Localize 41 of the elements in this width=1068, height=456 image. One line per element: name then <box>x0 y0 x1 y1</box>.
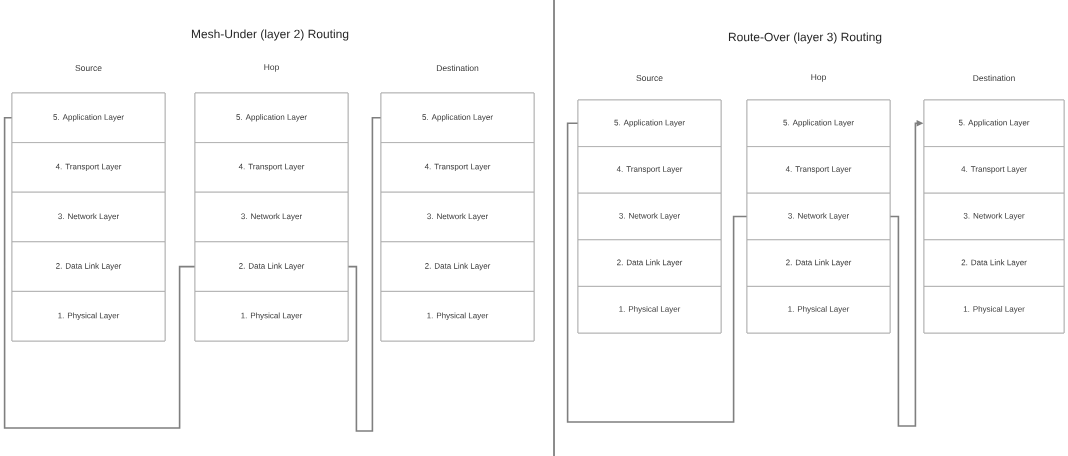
layer-box: 1. Physical Layer <box>194 291 349 342</box>
connector-line <box>3 117 196 429</box>
layer-box: 1. Physical Layer <box>380 291 535 342</box>
column-header: Hop <box>811 74 826 82</box>
layer-box: 3. Network Layer <box>11 191 166 243</box>
layer-box: 2. Data Link Layer <box>380 241 535 292</box>
layer-box: 5. Application Layer <box>194 92 349 143</box>
layer-box: 4. Transport Layer <box>194 142 349 193</box>
layer-box: 3. Network Layer <box>923 192 1065 241</box>
connector-line <box>566 122 748 423</box>
column-header: Hop <box>264 64 279 72</box>
layer-box: 2. Data Link Layer <box>577 239 722 287</box>
layer-box: 5. Application Layer <box>577 99 722 147</box>
layer-box: 3. Network Layer <box>746 192 891 241</box>
layer-box: 2. Data Link Layer <box>746 239 891 287</box>
section-heading: Route-Over (layer 3) Routing <box>728 32 882 44</box>
layer-box: 4. Transport Layer <box>11 142 166 193</box>
layer-box: 1. Physical Layer <box>746 286 891 334</box>
layer-box: 4. Transport Layer <box>577 146 722 194</box>
layer-box: 5. Application Layer <box>923 99 1065 147</box>
layer-box: 2. Data Link Layer <box>923 239 1065 287</box>
column-header: Source <box>636 75 663 81</box>
section-heading: Mesh-Under (layer 2) Routing <box>191 29 349 41</box>
layer-box: 1. Physical Layer <box>11 291 166 342</box>
connector-line <box>347 117 382 432</box>
layer-box: 4. Transport Layer <box>923 146 1065 194</box>
layer-box: 1. Physical Layer <box>577 286 722 334</box>
layer-box: 2. Data Link Layer <box>11 241 166 292</box>
layer-box: 1. Physical Layer <box>923 286 1065 334</box>
layer-box: 5. Application Layer <box>746 99 891 147</box>
column-header: Source <box>75 65 102 71</box>
layer-box: 4. Transport Layer <box>746 146 891 194</box>
layer-box: 5. Application Layer <box>11 92 166 143</box>
layer-box: 5. Application Layer <box>380 92 535 143</box>
layer-box: 3. Network Layer <box>194 191 349 243</box>
layer-box: 2. Data Link Layer <box>194 241 349 292</box>
layer-box: 4. Transport Layer <box>380 142 535 193</box>
column-header: Destination <box>973 74 1015 82</box>
layer-box: 3. Network Layer <box>380 191 535 243</box>
column-header: Destination <box>436 64 479 72</box>
layer-box: 3. Network Layer <box>577 192 722 241</box>
